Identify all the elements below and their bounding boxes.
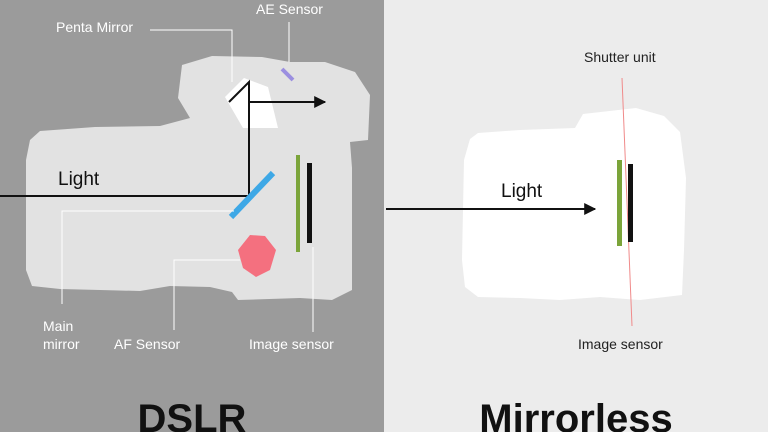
ae-sensor [280, 67, 295, 82]
dslr-leader-lines [61, 22, 314, 332]
shutter-unit-label: Shutter unit [584, 49, 656, 65]
shutter-unit-line [621, 77, 633, 327]
dslr-sensor-black [307, 163, 312, 243]
dslr-camera-body [26, 56, 370, 300]
main-mirror-label-line2: mirror [43, 336, 80, 352]
mirrorless-sensor-green [617, 160, 622, 246]
dslr-sensor-green [296, 155, 300, 252]
dslr-panel: Penta Mirror AE Sensor Light Main mirror… [0, 0, 384, 432]
mirrorless-title: Mirrorless [479, 397, 672, 432]
main-mirror [228, 170, 276, 220]
af-sensor [238, 235, 276, 277]
dslr-viewfinder-arrow [228, 79, 327, 108]
mirrorless-sensor-black [628, 164, 633, 242]
main-mirror-label-line1: Main [43, 318, 73, 334]
penta-mirror-label: Penta Mirror [56, 19, 133, 35]
mirrorless-camera-body [462, 108, 686, 300]
af-sensor-label: AF Sensor [114, 336, 180, 352]
mirrorless-panel: Shutter unit Light Image sensor Mirrorle… [384, 0, 768, 432]
penta-mirror-leader [150, 29, 233, 82]
dslr-light-label: Light [58, 169, 100, 190]
dslr-image-sensor-label: Image sensor [249, 336, 334, 352]
mirrorless-image-sensor-label: Image sensor [578, 336, 663, 352]
dslr-title: DSLR [138, 397, 247, 432]
main-mirror-leader [61, 210, 234, 304]
ae-sensor-label: AE Sensor [256, 1, 323, 17]
mirrorless-light-label: Light [501, 181, 543, 202]
af-sensor-leader [173, 259, 240, 330]
